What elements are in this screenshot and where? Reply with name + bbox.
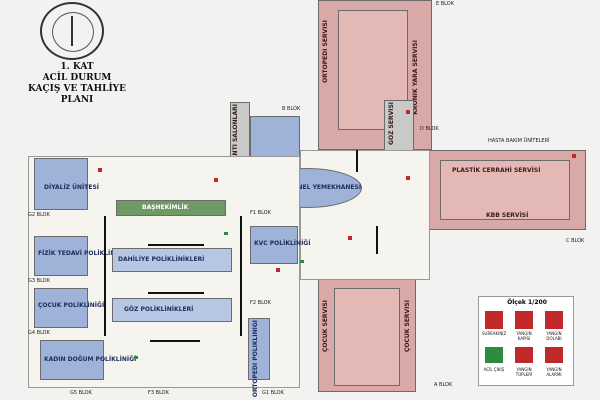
baskimlik-room: [116, 200, 226, 216]
east-wing-inner: [440, 160, 570, 220]
legend-icon-5: [515, 347, 533, 363]
g4-block-label: G4 BLOK: [28, 330, 50, 336]
diyaliz-label: DİYALİZ ÜNİTESİ: [44, 184, 99, 191]
hospital-seal-logo: [40, 2, 104, 60]
legend-icon-4: [485, 347, 503, 363]
legend-label-5: YANGIN TÜPLERİ: [515, 367, 533, 377]
c-block-label: C BLOK: [566, 238, 585, 244]
fire-extinguisher-marker: [276, 268, 280, 272]
diyaliz-room: [34, 158, 88, 210]
cocuk-servis-label-2: ÇOCUK SERVİSİ: [404, 300, 411, 352]
kbb-label: KBB SERVİSİ: [486, 212, 529, 219]
ortopedi-label: ORTOPEDİ SERVİSİ: [322, 20, 329, 83]
escape-arrow-4: [240, 216, 242, 336]
legend-icon-6: [545, 347, 563, 363]
cocuk-poli-room: [34, 288, 88, 328]
goz-poli-room: [112, 298, 232, 322]
care-units-label: HASTA BAKIM ÜNİTELERİ: [488, 138, 550, 144]
fire-extinguisher-marker: [572, 154, 576, 158]
cocuk-poli-label: ÇOCUK POLİKLİNİĞİ: [38, 302, 105, 309]
escape-arrow-7: [150, 340, 200, 342]
escape-arrow-6: [376, 226, 378, 254]
plan-title: 1. KAT ACİL DURUM KAÇIŞ VE TAHLİYE PLANI: [28, 62, 126, 105]
escape-arrow-5: [356, 150, 358, 172]
south-wing-inner: [334, 288, 400, 386]
exit-sign-marker: [224, 232, 228, 235]
goz-poli-label: GÖZ POLİKLİNİKLERİ: [124, 306, 194, 313]
ortopedi-poli-room: [248, 318, 270, 380]
exit-sign-marker: [300, 260, 304, 263]
g5-block-label: G5 BLOK: [70, 390, 92, 396]
legend-label-1: SUREAKINIZ: [482, 331, 507, 336]
g2-block-label: G2 BLOK: [28, 212, 50, 218]
kvc-label: KVC POLİKLİNİĞİ: [254, 240, 311, 247]
fire-extinguisher-marker: [406, 176, 410, 180]
b-block-label: B BLOK: [282, 106, 301, 112]
legend-icon-1: [485, 311, 503, 329]
a-block-label: A BLOK: [434, 382, 453, 388]
fizik-label: FİZİK TEDAVİ POLİKLİNİĞİ: [38, 250, 125, 257]
fizik-room: [34, 236, 88, 276]
legend-icon-2: [515, 311, 533, 329]
legend-label-6: YANGIN ALARMI: [546, 367, 562, 377]
fire-extinguisher-marker: [214, 178, 218, 182]
dahiliye-label: DAHİLİYE POLİKLİNİKLERİ: [118, 256, 205, 263]
personel-label: PERSONEL YEMEKHANESİ: [275, 184, 362, 191]
ortopedi-poli-label: ORTOPEDİ POLİKLİNİĞİ: [252, 320, 259, 398]
scale-label: Ölçek 1/200: [507, 299, 547, 306]
plastik-label: PLASTİK CERRAHİ SERVİSİ: [452, 167, 541, 174]
kadin-label: KADIN DOĞUM POLİKLİNİĞİ: [44, 356, 137, 363]
kvc-room: [250, 226, 298, 264]
fire-extinguisher-marker: [406, 110, 410, 114]
legend-box: Ölçek 1/200 SUREAKINIZ YANGIN KAPISI YAN…: [478, 296, 574, 386]
legend-label-4: ACİL ÇIKIŞ: [483, 367, 505, 372]
exit-sign-marker: [134, 356, 138, 359]
f1-block-label: F1 BLOK: [250, 210, 271, 216]
legend-label-3: YANGIN DOLABI: [546, 331, 562, 341]
goz-servisi-label: GÖZ SERVİSİ: [388, 102, 395, 145]
kadin-room: [40, 340, 104, 380]
escape-arrow-1: [148, 244, 204, 246]
fire-extinguisher-marker: [348, 236, 352, 240]
f3-block-label: F3 BLOK: [148, 390, 169, 396]
e-block-label: E BLOK: [436, 1, 455, 7]
escape-arrow-3: [104, 216, 106, 336]
escape-arrow-2: [148, 292, 204, 294]
fire-extinguisher-marker: [98, 168, 102, 172]
dahiliye-room: [112, 248, 232, 272]
f2-block-label: F2 BLOK: [250, 300, 271, 306]
g1-block-label: G1 BLOK: [262, 390, 284, 396]
g3-block-label: G3 BLOK: [28, 278, 50, 284]
cocuk-servis-label-1: ÇOCUK SERVİSİ: [322, 300, 329, 352]
legend-label-2: YANGIN KAPISI: [516, 331, 532, 341]
baskimlik-label: BAŞHEKİMLİK: [142, 204, 189, 211]
legend-icon-3: [545, 311, 563, 329]
d-block-label: D BLOK: [420, 126, 439, 132]
